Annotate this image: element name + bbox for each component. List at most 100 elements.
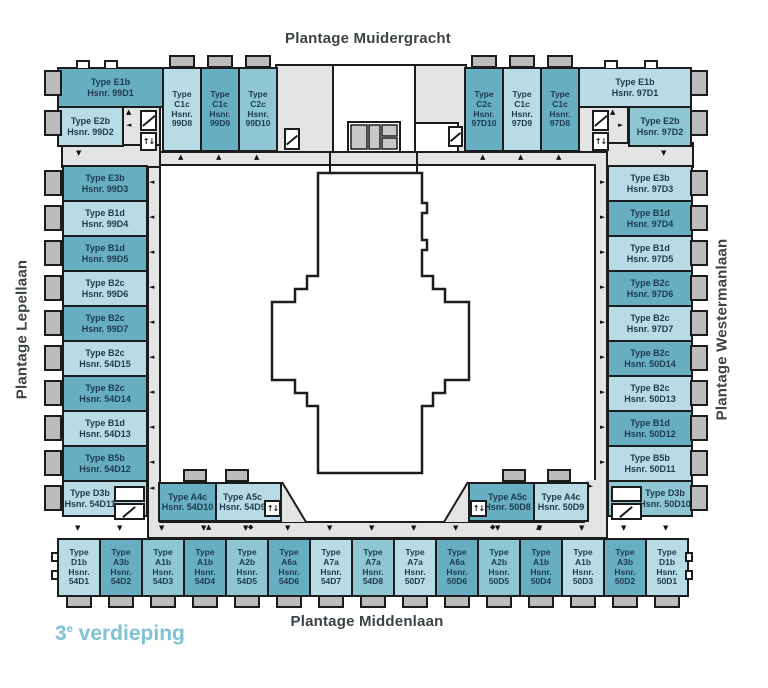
door-arrow: ▼: [201, 524, 207, 532]
door-arrow: ◄: [149, 353, 155, 361]
balcony-tab: [44, 170, 62, 196]
stairs-icon: [611, 503, 642, 520]
street-label-right: Plantage Westermanlaan: [713, 238, 731, 421]
balcony-tab: [44, 205, 62, 231]
door-arrow: ►: [600, 178, 606, 186]
door-arrow: ▼: [75, 524, 81, 532]
door-arrow: ▼: [117, 524, 123, 532]
balcony-tab: [547, 469, 571, 482]
balcony-tab: [690, 380, 708, 406]
floor-label: 3e verdieping: [55, 622, 185, 645]
facade-notch: [685, 570, 693, 580]
balcony-tab: [150, 595, 176, 608]
door-arrow: ▼: [243, 524, 249, 532]
balcony-tab: [690, 345, 708, 371]
door-arrow: ◆: [248, 523, 254, 531]
balcony-tab: [502, 469, 526, 482]
balcony-tab: [44, 485, 62, 511]
facade-notch: [51, 570, 59, 580]
balcony-tab: [44, 415, 62, 441]
balcony-tab: [690, 110, 708, 136]
door-arrow: ▲: [480, 153, 486, 161]
balcony-tab: [169, 55, 195, 68]
balcony-tab: [690, 170, 708, 196]
balcony-tab: [547, 55, 573, 68]
balcony-tab: [690, 240, 708, 266]
door-arrow: ▲: [556, 153, 562, 161]
facade-bump: [644, 60, 658, 68]
door-arrow: ◄: [149, 178, 155, 186]
door-arrow: ▼: [537, 524, 543, 532]
door-arrow: ◄: [149, 458, 155, 466]
balcony-tab: [528, 595, 554, 608]
balcony-tab: [44, 110, 62, 136]
door-arrow: ◄: [126, 121, 132, 129]
door-arrow: ◄: [149, 318, 155, 326]
door-arrow: ▼: [579, 524, 585, 532]
balcony-tab: [318, 595, 344, 608]
door-arrow: ►: [600, 283, 606, 291]
balcony-tab: [183, 469, 207, 482]
door-arrow: ►: [600, 423, 606, 431]
balcony-tab: [402, 595, 428, 608]
storage-room: [611, 486, 642, 502]
door-arrow: ◄: [149, 484, 155, 492]
door-arrow: ▼: [621, 524, 627, 532]
core-building: [270, 171, 471, 475]
balcony-tab: [44, 240, 62, 266]
door-arrow: ▼: [369, 524, 375, 532]
door-arrow: ▲: [126, 108, 132, 116]
door-arrow: ►: [618, 121, 624, 129]
door-arrow: ▼: [327, 524, 333, 532]
door-arrow: ▲: [178, 153, 184, 161]
balcony-tab: [44, 275, 62, 301]
balcony-tab: [471, 55, 497, 68]
elevator-icon: ↑↓: [470, 500, 487, 517]
balcony-tab: [690, 485, 708, 511]
balcony-tab: [44, 310, 62, 336]
stairs-icon: [284, 128, 300, 150]
facade-bump: [76, 60, 90, 68]
balcony-tab: [690, 205, 708, 231]
balcony-tab: [444, 595, 470, 608]
stairs-icon: [140, 110, 157, 131]
balcony-tab: [44, 450, 62, 476]
elevator-icon: ↑↓: [592, 132, 609, 151]
door-arrow: ▲: [216, 153, 222, 161]
door-arrow: ▲: [536, 523, 542, 531]
door-arrow: ▼: [453, 524, 459, 532]
balcony-tab: [207, 55, 233, 68]
door-arrow: ▼: [411, 524, 417, 532]
balcony-tab: [44, 380, 62, 406]
balcony-tab: [245, 55, 271, 68]
balcony-tab: [690, 310, 708, 336]
